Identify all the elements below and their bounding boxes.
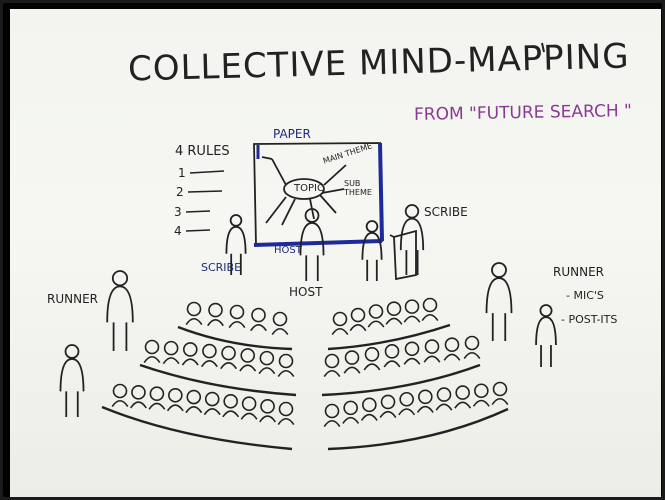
audience-head [363,346,381,371]
audience-head [203,391,221,416]
runner-left-label: RUNNER [47,292,98,306]
side-standing-figure [59,344,85,417]
audience-head [331,311,349,336]
audience-head [323,403,341,428]
rules-label: 4 RULES [175,144,230,159]
audience-head [379,394,397,418]
board-person-figure [361,220,383,281]
photo-frame: COLLECTIVE MIND-MAPPING FROM "FUTURE SEA… [3,3,662,497]
audience-head [421,297,439,322]
audience-head [228,304,246,329]
audience-head [491,381,509,406]
audience-head [360,397,378,421]
audience-head [129,385,147,409]
sketch-drawing [59,42,557,451]
audience-head [271,311,289,336]
audience-head [423,339,441,363]
paper-label: PAPER [273,127,311,141]
runner-item-postits: - POST-ITS [561,313,618,326]
audience-head [111,383,129,408]
audience-head [181,342,199,366]
audience-head [185,301,203,326]
host-board-label: HOST [274,245,302,256]
flipchart-paper: COLLECTIVE MIND-MAPPING FROM "FUTURE SEA… [10,9,661,497]
title-accent [541,42,545,53]
rule-number-4: 4 [174,224,182,238]
audience-head [323,353,341,378]
scribe-right-label: SCRIBE [424,205,468,219]
audience-head [472,383,490,407]
audience-head [435,387,453,411]
audience-head [403,299,421,323]
rule-number-3: 3 [174,205,182,219]
rule-number-2: 2 [176,185,184,199]
mind-map-board [253,142,384,247]
audience-head [403,341,421,365]
topic-label: TOPIC [294,183,324,194]
audience-head [222,393,240,418]
runner-right-figure-1 [485,262,513,341]
host-figure [299,208,325,281]
audience-head [398,391,416,416]
audience-head [385,301,403,325]
runner-item-mics: - MIC'S [566,289,604,302]
audience-head [342,400,360,424]
audience-head [185,389,203,414]
audience-head [258,350,276,375]
audience-head [277,353,295,378]
audience-head [162,340,180,365]
audience-head [240,396,258,420]
runner-right-figure-2 [535,304,557,367]
seating-rows [101,323,509,451]
audience-head [259,399,277,423]
audience-head [207,302,224,327]
audience-head [239,348,257,372]
audience-head [416,389,434,413]
audience-head [166,387,184,412]
audience-head [200,343,218,368]
audience-head [250,307,267,332]
rules-list-lines [185,170,225,232]
rule-number-1: 1 [178,166,186,180]
audience-head [277,401,295,426]
sub-theme-label: SUB THEME [344,179,372,197]
audience-head [143,339,161,364]
audience-head [367,304,385,328]
audience-head [454,385,472,409]
audience-head [443,337,461,361]
audience-head [383,344,401,368]
audience-head [463,335,481,360]
scribe-right-figure [399,204,425,275]
runner-left-figure [106,270,134,351]
audience-head [220,345,238,370]
runner-right-label: RUNNER [553,265,604,279]
audience-head [349,307,367,332]
host-label: HOST [289,285,323,299]
audience-head [148,386,166,410]
audience-head [343,350,361,374]
scribe-desk [389,229,417,281]
scribe-left-figure [225,214,247,275]
